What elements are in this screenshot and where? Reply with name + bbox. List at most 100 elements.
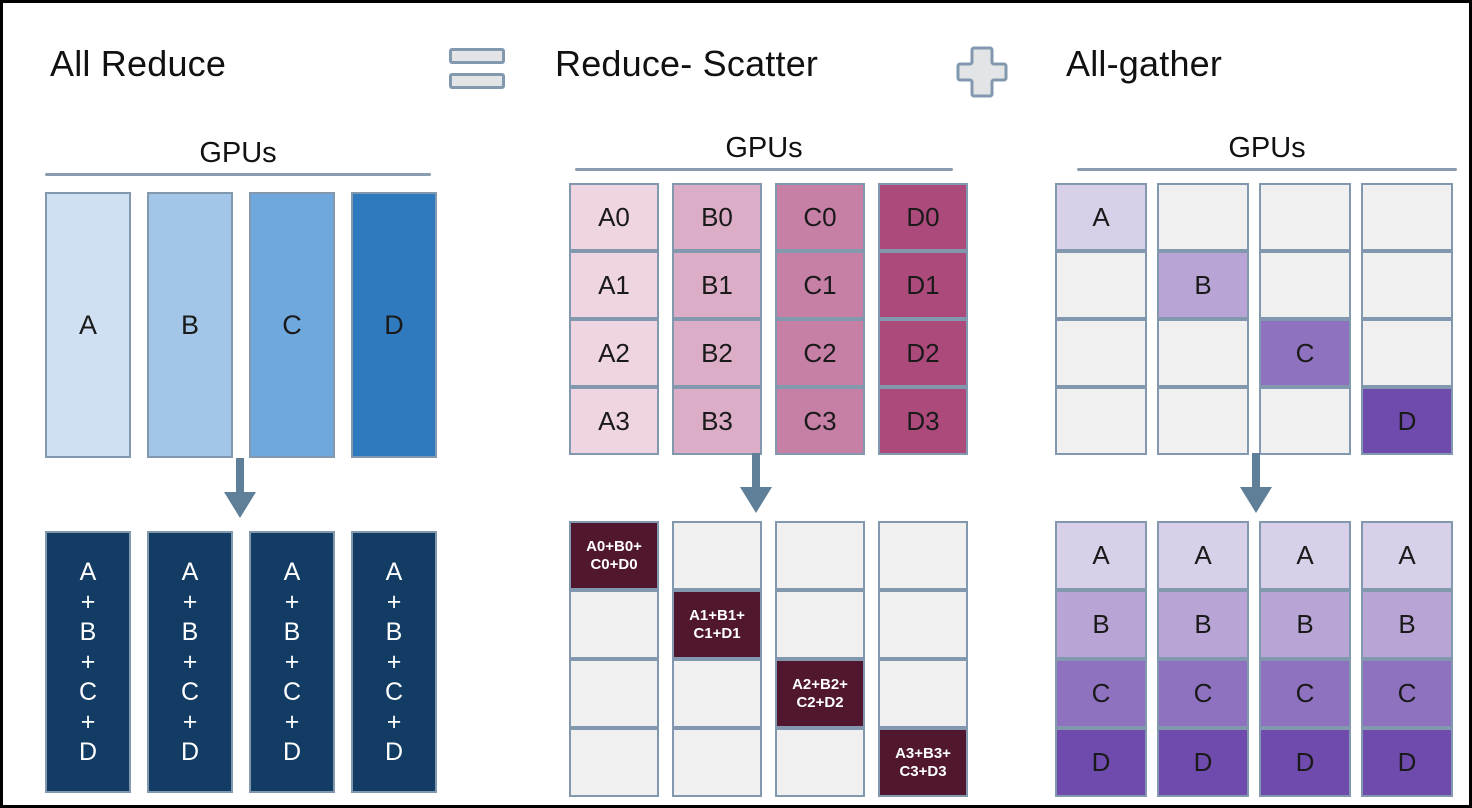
gpu-bar-reduced: A+B+C+D bbox=[249, 531, 335, 793]
reduced-line: C bbox=[384, 678, 404, 706]
empty-cell bbox=[672, 728, 762, 797]
gathered-shard-cell: A bbox=[1361, 521, 1453, 590]
reduced-line: + bbox=[182, 648, 198, 676]
empty-cell bbox=[569, 659, 659, 728]
gathered-shard-cell: C bbox=[1259, 659, 1351, 728]
gpus-header-reduce-scatter: GPUs bbox=[575, 131, 953, 171]
reduced-line: D bbox=[78, 738, 98, 766]
gpu-bar: D bbox=[351, 192, 437, 458]
gathered-shard-cell: D bbox=[1259, 728, 1351, 797]
gpus-header-all-reduce: GPUs bbox=[45, 136, 431, 176]
reduced-line: + bbox=[182, 588, 198, 616]
shard-cell: C2 bbox=[775, 319, 865, 387]
reduced-shard-line: A2+B2+ bbox=[792, 675, 848, 693]
shard-cell: B0 bbox=[672, 183, 762, 251]
gathered-shard-cell: C bbox=[1055, 659, 1147, 728]
reduced-line: + bbox=[386, 588, 402, 616]
reduced-line: + bbox=[386, 708, 402, 736]
reduced-line: + bbox=[80, 588, 96, 616]
reduced-line: D bbox=[282, 738, 302, 766]
shard-cell: A1 bbox=[569, 251, 659, 319]
arrow-down-icon bbox=[1236, 453, 1276, 515]
shard-cell: D1 bbox=[878, 251, 968, 319]
reduced-line: + bbox=[386, 648, 402, 676]
gathered-shard-cell: D bbox=[1157, 728, 1249, 797]
shard-cell: B bbox=[1157, 251, 1249, 319]
reduced-shard-line: C0+D0 bbox=[590, 555, 638, 573]
gathered-shard-cell: D bbox=[1361, 728, 1453, 797]
reduced-shard-cell: A1+B1+C1+D1 bbox=[672, 590, 762, 659]
reduced-line: A bbox=[385, 558, 403, 586]
reduced-shard-cell: A3+B3+C3+D3 bbox=[878, 728, 968, 797]
shard-cell: A bbox=[1055, 183, 1147, 251]
empty-cell bbox=[1055, 387, 1147, 455]
gathered-shard-cell: B bbox=[1259, 590, 1351, 659]
reduced-line: B bbox=[385, 618, 403, 646]
gathered-shard-cell: A bbox=[1259, 521, 1351, 590]
shard-cell: B3 bbox=[672, 387, 762, 455]
arrow-down-icon bbox=[736, 453, 776, 515]
plus-icon bbox=[955, 45, 1009, 99]
shard-cell: D0 bbox=[878, 183, 968, 251]
reduced-line: B bbox=[79, 618, 97, 646]
gathered-shard-cell: B bbox=[1157, 590, 1249, 659]
gpus-rule bbox=[45, 173, 431, 176]
reduced-line: + bbox=[284, 588, 300, 616]
empty-cell bbox=[1157, 319, 1249, 387]
gathered-shard-cell: D bbox=[1055, 728, 1147, 797]
empty-cell bbox=[1361, 251, 1453, 319]
gathered-shard-cell: B bbox=[1361, 590, 1453, 659]
empty-cell bbox=[672, 521, 762, 590]
gpu-bar-reduced: A+B+C+D bbox=[351, 531, 437, 793]
gpus-rule bbox=[1077, 168, 1457, 171]
empty-cell bbox=[1361, 319, 1453, 387]
shard-cell: C1 bbox=[775, 251, 865, 319]
reduced-shard-line: C2+D2 bbox=[796, 693, 844, 711]
empty-cell bbox=[775, 590, 865, 659]
empty-cell bbox=[1259, 183, 1351, 251]
shard-cell: D bbox=[1361, 387, 1453, 455]
reduced-line: + bbox=[284, 648, 300, 676]
shard-cell: A3 bbox=[569, 387, 659, 455]
gpu-bar: C bbox=[249, 192, 335, 458]
section-title-all-reduce: All Reduce bbox=[50, 43, 227, 84]
gpu-bar: A bbox=[45, 192, 131, 458]
empty-cell bbox=[775, 728, 865, 797]
empty-cell bbox=[569, 728, 659, 797]
gpus-header-all-gather: GPUs bbox=[1077, 131, 1457, 171]
reduced-line: B bbox=[283, 618, 301, 646]
gpus-label: GPUs bbox=[725, 132, 803, 164]
gpus-label: GPUs bbox=[1228, 132, 1306, 164]
gpu-bar: B bbox=[147, 192, 233, 458]
empty-cell bbox=[1361, 183, 1453, 251]
shard-cell: B1 bbox=[672, 251, 762, 319]
reduced-shard-cell: A2+B2+C2+D2 bbox=[775, 659, 865, 728]
section-title-all-gather: All-gather bbox=[1066, 43, 1223, 84]
equals-icon bbox=[449, 46, 509, 94]
reduced-shard-line: A3+B3+ bbox=[895, 744, 951, 762]
equals-icon-bar-top bbox=[449, 48, 505, 64]
empty-cell bbox=[878, 659, 968, 728]
reduced-shard-line: A0+B0+ bbox=[586, 537, 642, 555]
reduced-shard-line: C1+D1 bbox=[693, 624, 741, 642]
gpu-column: A2+B2+C2+D2 bbox=[775, 521, 865, 797]
gpu-column: C bbox=[1259, 183, 1351, 455]
reduced-shard-line: A1+B1+ bbox=[689, 606, 745, 624]
shard-cell: A2 bbox=[569, 319, 659, 387]
gpu-column: A1+B1+C1+D1 bbox=[672, 521, 762, 797]
reduced-line: D bbox=[384, 738, 404, 766]
reduced-shard-cell: A0+B0+C0+D0 bbox=[569, 521, 659, 590]
reduced-line: A bbox=[181, 558, 199, 586]
reduced-line: A bbox=[79, 558, 97, 586]
empty-cell bbox=[878, 521, 968, 590]
gathered-shard-cell: B bbox=[1055, 590, 1147, 659]
reduced-line: D bbox=[180, 738, 200, 766]
